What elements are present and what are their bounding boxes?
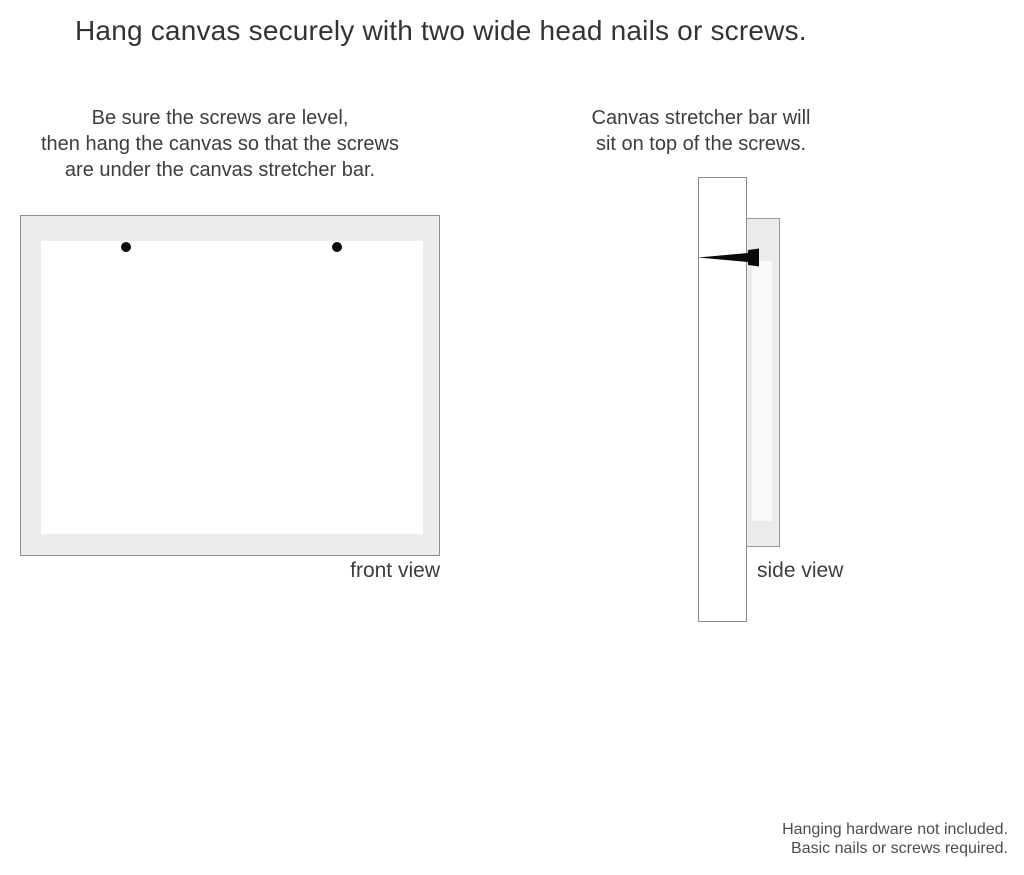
disclaimer-line: Basic nails or screws required.	[791, 840, 1008, 857]
side-view-canvas-inner	[752, 261, 772, 521]
front-view-instructions: Be sure the screws are level, then hang …	[20, 105, 420, 183]
nail-head-left-icon	[121, 242, 131, 252]
side-view-label: side view	[757, 559, 844, 582]
front-view-label: front view	[350, 559, 440, 582]
front-view-canvas-frame	[20, 215, 440, 556]
nail-head-right-icon	[332, 242, 342, 252]
instruction-line: Canvas stretcher bar will	[591, 107, 811, 129]
page-title: Hang canvas securely with two wide head …	[75, 15, 807, 46]
instruction-line: sit on top of the screws.	[595, 133, 807, 155]
side-view-wall-bar	[698, 177, 747, 622]
disclaimer-line: Hanging hardware not included.	[782, 821, 1008, 838]
instruction-line: then hang the canvas so that the screws	[41, 133, 399, 155]
instruction-line: Be sure the screws are level,	[91, 107, 349, 129]
side-view-instructions: Canvas stretcher bar will sit on top of …	[558, 105, 844, 157]
hardware-disclaimer: Hanging hardware not included. Basic nai…	[782, 820, 1008, 858]
side-nail-icon	[698, 248, 759, 267]
instruction-line: are under the canvas stretcher bar.	[64, 159, 376, 181]
front-view-canvas-face	[41, 241, 423, 534]
side-view-canvas-edge	[746, 218, 780, 547]
